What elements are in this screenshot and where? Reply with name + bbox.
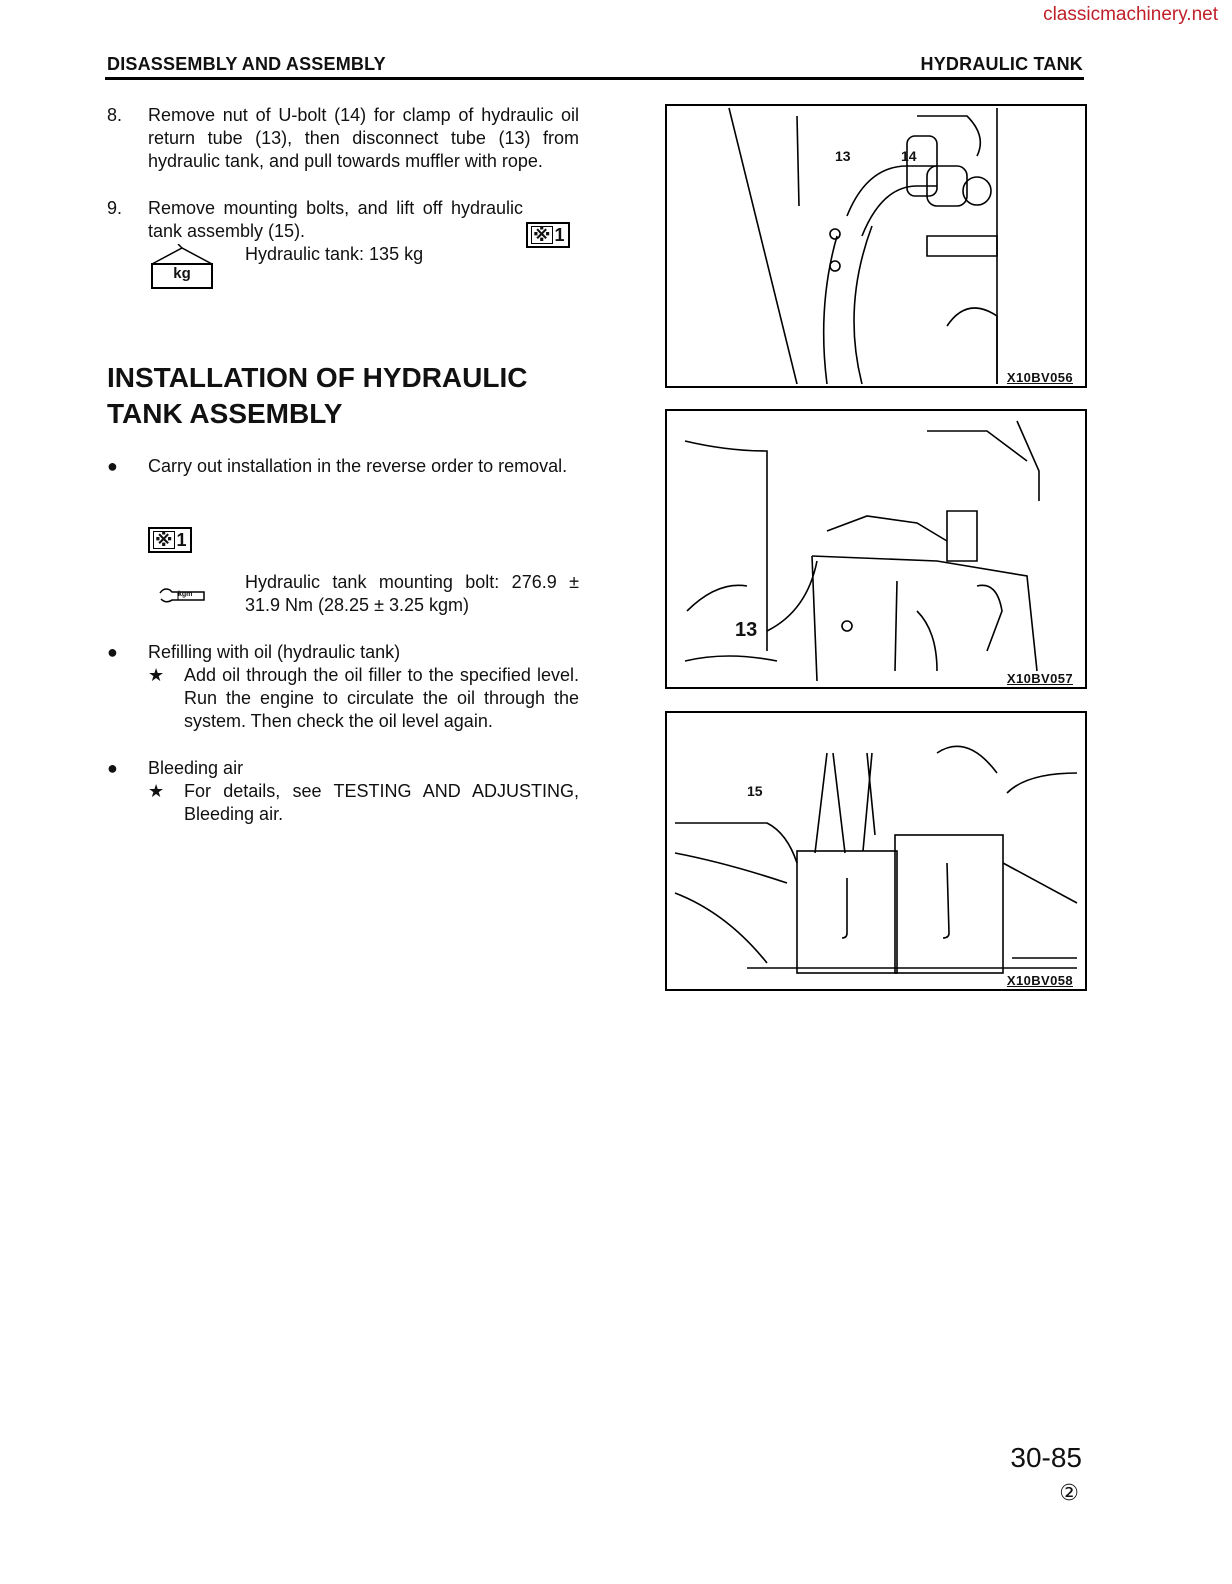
figure-x10bv058: 15 X10BV058 [665, 711, 1087, 991]
star-icon: ★ [148, 665, 165, 685]
note: ★ For details, see TESTING AND ADJUSTING… [148, 781, 579, 824]
callout-label: 13 [835, 148, 851, 164]
torque-wrench-icon: kgm [158, 584, 206, 606]
figure-illustration [674, 745, 1078, 974]
note: ★ Add oil through the oil filler to the … [148, 665, 579, 731]
step-number: 8. [107, 105, 123, 125]
callout-label: 14 [901, 148, 917, 164]
step-number: 9. [107, 198, 123, 218]
figure-code: X10BV057 [1006, 671, 1073, 686]
figure-code: X10BV056 [1006, 370, 1073, 385]
callout-label: 13 [735, 619, 758, 641]
step-text: Remove mounting bolts, and lift off hydr… [148, 198, 523, 241]
list-item: ● Carry out installation in the reverse … [107, 456, 568, 476]
reference-mark-x1: ※1 [526, 222, 570, 248]
header-topic: HYDRAULIC TANK [920, 54, 1083, 74]
step-9: 9. Remove mounting bolts, and lift off h… [107, 197, 579, 243]
asterisk-icon: ※ [531, 225, 553, 245]
step-text: Remove nut of U-bolt (14) for clamp of h… [148, 105, 579, 171]
figure-x10bv056: 13 14 X10BV056 [665, 104, 1087, 388]
step-8: 8. Remove nut of U-bolt (14) for clamp o… [107, 104, 579, 173]
star-icon: ★ [148, 781, 165, 801]
bullet-icon: ● [107, 642, 118, 662]
list-item: ● Bleeding air ★ For details, see TESTIN… [107, 758, 579, 824]
figure-x10bv057: 13 X10BV057 [665, 409, 1087, 689]
header-section: DISASSEMBLY AND ASSEMBLY [107, 54, 386, 74]
figure-code: X10BV058 [1006, 973, 1073, 988]
callout-label: 15 [747, 783, 763, 799]
torque-text: Hydraulic tank mounting bolt: 276.9 ± 31… [245, 572, 579, 615]
revision-mark: ② [1059, 1480, 1079, 1505]
header-rule [105, 77, 1084, 80]
asterisk-icon: ※ [153, 530, 175, 550]
bullet-icon: ● [107, 456, 118, 476]
figure-illustration [728, 107, 998, 385]
watermark: classicmachinery.net [1043, 4, 1218, 25]
reference-mark-x1: ※1 [148, 527, 192, 553]
weight-icon: kg [150, 243, 214, 290]
bullet-icon: ● [107, 758, 118, 778]
weight-text: Hydraulic tank: 135 kg [245, 244, 424, 264]
section-title: INSTALLATION OF HYDRAULIC TANK ASSEMBLY [107, 362, 528, 429]
list-item: ● Refilling with oil (hydraulic tank) ★ … [107, 642, 579, 731]
figure-illustration [684, 420, 1040, 682]
page-number: 30-85 [1010, 1442, 1082, 1473]
